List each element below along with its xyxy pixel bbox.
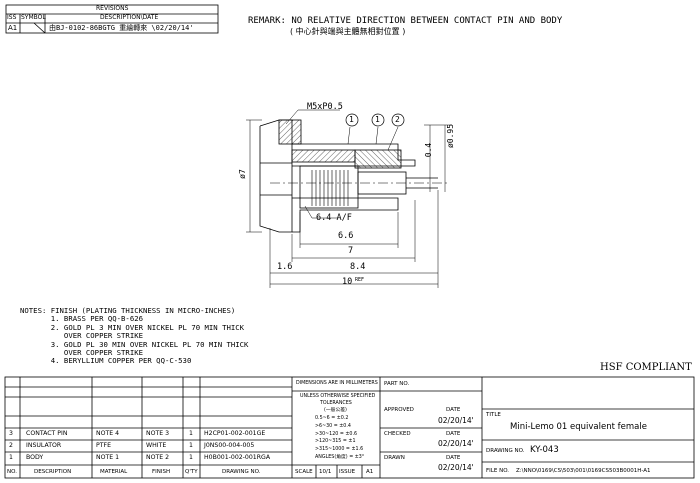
bom-row-3-dwg: H2CP01-002-001GE <box>204 430 266 437</box>
dim-84: 8.4 <box>350 262 366 272</box>
tol-dimensions: DIMENSIONS ARE IN MILLIMETERS <box>296 381 378 386</box>
part-no-label: PART NO. <box>384 381 410 387</box>
bom-row-2-no: 2 <box>9 442 13 449</box>
bom-header-material: MATERIAL <box>100 469 128 475</box>
dim-10: 10 <box>342 277 353 287</box>
rev-description: 由BJ-0102-86BGTG 重繪轉來 \02/20/14' <box>49 24 194 32</box>
file-path: Z:\NNO\0169\CS\503\001\0169CS503B0001H-A… <box>516 468 651 474</box>
drawing-no: KY-043 <box>530 445 559 455</box>
connector-section-view <box>259 119 450 233</box>
bom-row-2-material: PTFE <box>96 442 111 449</box>
dim-hex: 6.4 A/F <box>316 213 352 223</box>
bom-header-finish: FINISH <box>152 469 171 475</box>
balloon-1b: 1 <box>375 115 380 124</box>
bom-row-2-desc: INSULATOR <box>26 442 62 449</box>
approved-date: 02/20/14' <box>438 416 474 425</box>
bom-row-1-dwg: H0B001-002-001RGA <box>204 454 271 461</box>
dim-body-dia: ø7 <box>237 169 247 179</box>
rev-header-symbol: SYMBOL <box>21 14 46 21</box>
balloon-1a: 1 <box>349 115 354 124</box>
tol-rows: 0.5~6 = ±0.2 >6~30 = ±0.4 >30~120 = ±0.6… <box>315 416 365 460</box>
scale-label: SCALE <box>295 469 313 475</box>
balloon-2: 2 <box>395 115 400 124</box>
scale-value: 10/1 <box>319 469 332 475</box>
drawn-date: 02/20/14' <box>438 463 474 472</box>
hsf-compliant: HSF COMPLIANT <box>600 362 692 373</box>
bom-header-desc: DESCRIPTION <box>34 469 72 475</box>
bom-row-2-qty: 1 <box>189 442 193 449</box>
bom-header-qty: Q'TY <box>185 469 198 475</box>
dim-095: ø0.95 <box>446 123 456 149</box>
issue-label: ISSUE <box>339 469 356 475</box>
tol-unless3: (一般公差) <box>324 408 347 413</box>
bom-row-2-dwg: J0NS00-004-005 <box>204 442 255 449</box>
dim-16: 1.6 <box>277 262 293 272</box>
bom-row-3-no: 3 <box>9 430 13 437</box>
drawn-label: DRAWN <box>384 455 405 461</box>
bom-row-1-no: 1 <box>9 454 13 461</box>
title-block-grid <box>4 376 695 479</box>
bom-row-1-qty: 1 <box>189 454 193 461</box>
dimension-lines <box>246 109 452 288</box>
rev-header-iss: ISS <box>7 14 17 21</box>
rev-header-desc: DESCRIPTION\DATE <box>100 14 159 21</box>
bom-row-2-finish: WHITE <box>146 442 167 449</box>
revisions-title: REVISIONS <box>96 5 129 12</box>
bom-row-3-desc: CONTACT PIN <box>26 430 68 437</box>
bom-row-3-finish: NOTE 3 <box>146 430 170 437</box>
checked-date: 02/20/14' <box>438 439 474 448</box>
thread-callout: M5xP0.5 <box>307 102 343 112</box>
bom-header-no: NO. <box>7 469 17 475</box>
bom-row-3-material: NOTE 4 <box>96 430 120 437</box>
dim-ref: REF <box>355 277 365 283</box>
dim-04: 0.4 <box>424 142 434 158</box>
drawn-date-label: DATE <box>446 455 461 461</box>
approved-date-label: DATE <box>446 407 461 413</box>
dim-7: 7 <box>348 246 354 256</box>
notes: NOTES: FINISH (PLATING THICKNESS IN MICR… <box>20 306 249 366</box>
checked-date-label: DATE <box>446 431 461 437</box>
issue-value: A1 <box>366 469 374 475</box>
rev-iss: A1 <box>8 24 18 32</box>
title-label: TITLE <box>486 412 501 418</box>
drawing-title: Mini-Lemo 01 equivalent female <box>510 422 647 432</box>
bom-row-1-material: NOTE 1 <box>96 454 120 461</box>
drawing-no-label: DRAWING NO. <box>486 448 525 454</box>
bom-row-1-finish: NOTE 2 <box>146 454 170 461</box>
remark-line1: REMARK: NO RELATIVE DIRECTION BETWEEN CO… <box>248 16 563 26</box>
dim-66: 6.6 <box>338 231 354 241</box>
tol-unless2: TOLERANCES <box>320 401 352 406</box>
approved-label: APPROVED <box>384 407 414 413</box>
bom-header-dwg: DRAWING NO. <box>222 469 261 475</box>
tol-unless1: UNLESS OTHERWISE SPECIFIED <box>300 394 376 399</box>
file-label: FILE NO. <box>486 468 510 474</box>
part-balloons <box>345 113 405 127</box>
checked-label: CHECKED <box>384 431 411 437</box>
remark-line2: ( 中心針與端與主體無相對位置 ) <box>290 27 406 36</box>
bom-row-3-qty: 1 <box>189 430 193 437</box>
bom-row-1-desc: BODY <box>26 454 44 461</box>
